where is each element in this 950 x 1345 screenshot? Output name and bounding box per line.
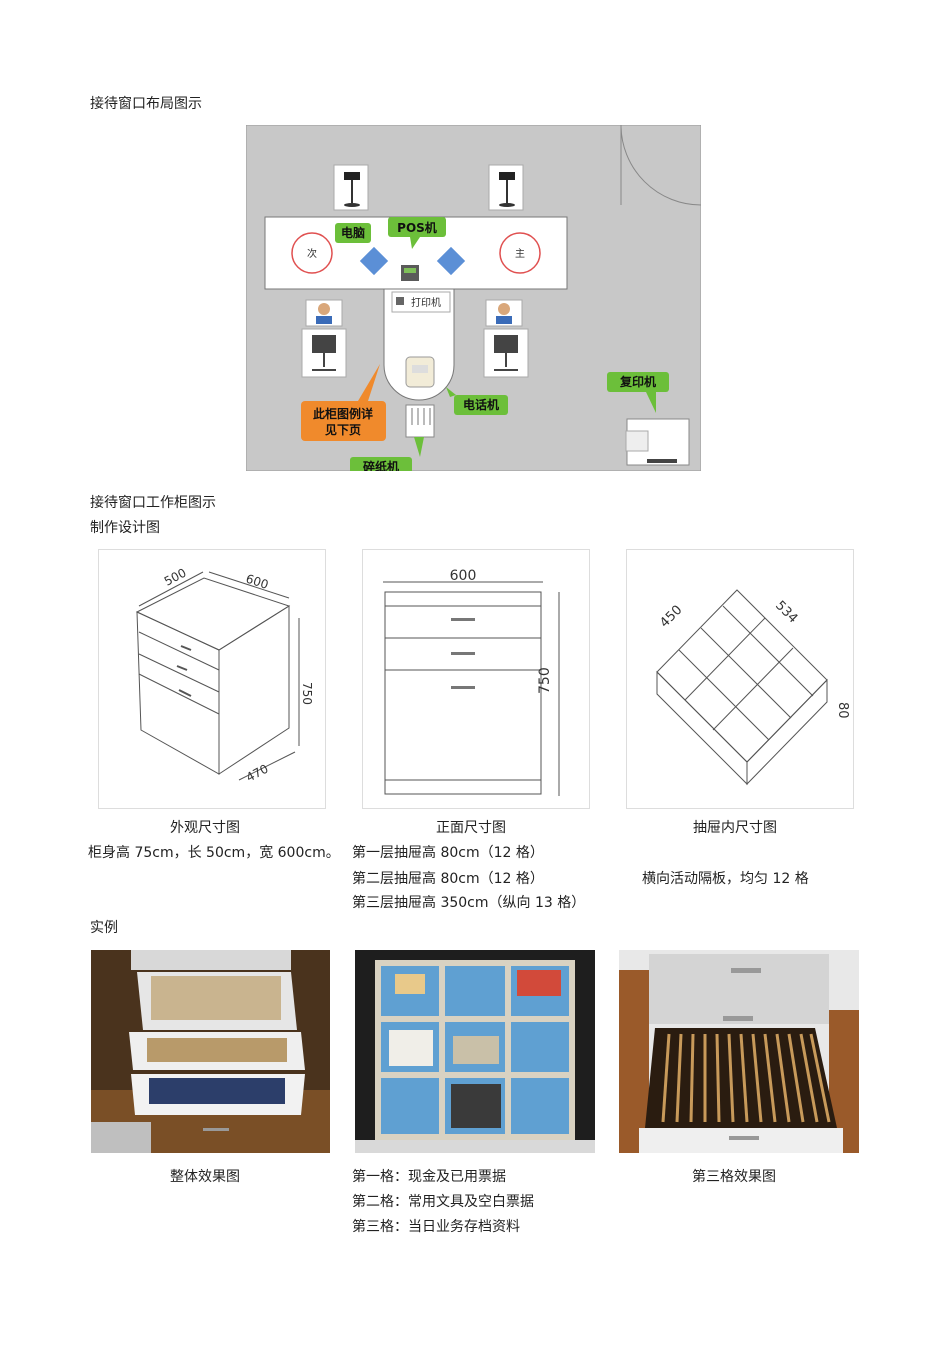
stool-icon-right: [488, 164, 524, 211]
svg-text:复印机: 复印机: [619, 374, 656, 389]
svg-text:470: 470: [244, 762, 271, 785]
svg-text:500: 500: [162, 566, 189, 589]
spec-layer1: 第一层抽屉高 80cm（12 格）: [352, 845, 544, 861]
front-dimension-diagram: 600 750: [362, 549, 590, 809]
inner-caption: 抽屉内尺寸图: [693, 820, 777, 836]
chair-icon-right: [483, 328, 529, 378]
svg-text:电脑: 电脑: [341, 225, 365, 240]
overall-caption: 整体效果图: [170, 1169, 240, 1185]
pos-tag: POS机: [388, 217, 446, 249]
copier-icon: [625, 418, 690, 466]
spec-layer3: 第三层抽屉高 350cm（纵向 13 格）: [352, 895, 586, 911]
callout-tag: 此柜图例详 见下页: [301, 364, 386, 441]
cabinet-heading: 接待窗口工作柜图示: [90, 495, 216, 511]
stool-icon-left: [333, 164, 369, 211]
exterior-caption: 外观尺寸图: [170, 820, 240, 836]
avatar-left: [305, 299, 343, 327]
svg-text:此柜图例详: 此柜图例详: [313, 406, 373, 421]
svg-text:534: 534: [772, 598, 800, 626]
design-heading: 制作设计图: [90, 520, 160, 536]
chair-icon-left: [301, 328, 347, 378]
floorplan-diagram: 次 主 打印机: [246, 125, 701, 471]
spec-layer2: 第二层抽屉高 80cm（12 格）: [352, 871, 544, 887]
svg-text:600: 600: [450, 568, 477, 584]
svg-text:见下页: 见下页: [325, 423, 361, 437]
grid2-caption: 第二格：常用文具及空白票据: [352, 1194, 534, 1210]
svg-text:600: 600: [244, 572, 270, 592]
svg-text:碎纸机: 碎纸机: [363, 459, 399, 471]
example-heading: 实例: [90, 920, 118, 936]
svg-text:POS机: POS机: [397, 220, 437, 235]
svg-text:电话机: 电话机: [463, 397, 499, 412]
copier-tag: 复印机: [607, 372, 669, 413]
spec-partition: 横向活动隔板，均匀 12 格: [642, 871, 809, 887]
printer-label: 打印机: [411, 296, 441, 309]
front-caption: 正面尺寸图: [436, 820, 506, 836]
svg-text:80: 80: [835, 702, 850, 719]
exterior-dimension-diagram: 500 600 750 470: [98, 549, 326, 809]
computer-icon: [357, 244, 468, 278]
layout-heading: 接待窗口布局图示: [90, 96, 202, 112]
grid3-caption: 第三格：当日业务存档资料: [352, 1219, 520, 1235]
third-caption: 第三格效果图: [692, 1169, 776, 1185]
computer-tag: 电脑: [335, 223, 371, 243]
inner-desk: [383, 288, 455, 401]
avatar-right: [485, 299, 523, 327]
seat-primary-label: 主: [515, 248, 525, 260]
spec-body: 柜身高 75cm，长 50cm，宽 600cm。: [88, 845, 340, 861]
third-drawer-photo: [619, 950, 859, 1153]
svg-text:750: 750: [537, 667, 553, 694]
phone-icon: [405, 356, 435, 388]
svg-text:450: 450: [657, 603, 685, 631]
inner-dimension-diagram: 450 534 80: [626, 549, 854, 809]
svg-text:750: 750: [300, 682, 314, 705]
overall-photo: [91, 950, 330, 1153]
shredder-icon: [405, 404, 435, 438]
pos-terminal-icon: [401, 265, 419, 281]
shredder-tag: 碎纸机: [350, 437, 424, 471]
grid1-caption: 第一格：现金及已用票据: [352, 1169, 506, 1185]
phone-tag: 电话机: [446, 387, 508, 415]
drawer-grid-photo: [355, 950, 595, 1153]
seat-secondary-label: 次: [307, 247, 317, 260]
